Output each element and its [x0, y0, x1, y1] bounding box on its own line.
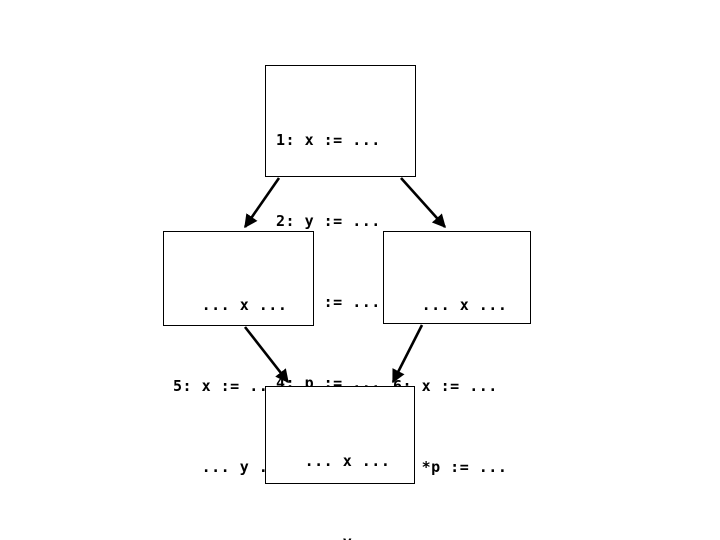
- right-block: ... x ... 6: x := ... 7: *p := ...: [383, 231, 531, 476]
- code-line: ... x ...: [393, 296, 508, 314]
- code-line: ... x ...: [276, 452, 391, 470]
- code-line: ... x ...: [173, 296, 288, 314]
- join-block-code: ... x ... ... y ... 8: y := ...: [276, 394, 414, 540]
- edge-entry-to-left: [243, 177, 281, 229]
- entry-block: 1: x := ... 2: y := ... 3: y := ... 4: p…: [265, 65, 416, 392]
- right-block-code: ... x ... 6: x := ... 7: *p := ...: [393, 238, 530, 535]
- entry-block-code: 1: x := ... 2: y := ... 3: y := ... 4: p…: [276, 73, 415, 451]
- code-line: 1: x := ...: [276, 131, 381, 149]
- code-line: 2: y := ...: [276, 212, 381, 230]
- join-block: ... x ... ... y ... 8: y := ...: [265, 386, 415, 540]
- left-block: ... x ... 5: x := ... ... y ...: [163, 231, 314, 476]
- code-line: ... y ...: [276, 529, 414, 540]
